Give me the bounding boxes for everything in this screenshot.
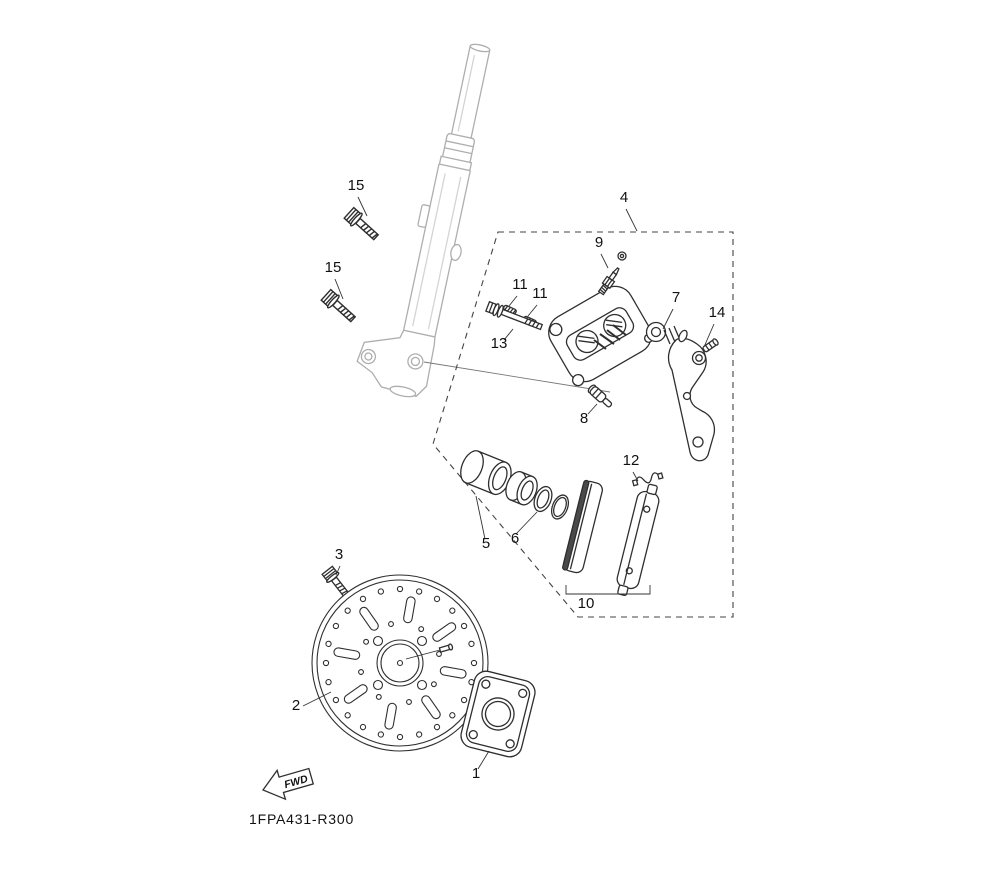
part-labels: 15 15 4 9 11 11 13 7 14 8 5 6 12 10 3 2 … [292, 177, 726, 782]
caliper-body [548, 285, 654, 387]
leader-lines [302, 196, 715, 770]
assembly-dashed-boundary [432, 231, 734, 618]
fwd-arrow-icon: FWD [261, 767, 315, 801]
pads-bracket-line [565, 585, 651, 595]
part-label-6: 6 [511, 530, 519, 547]
part-label-11a: 11 [512, 276, 528, 293]
fork-seal-ring [438, 155, 473, 172]
assembly-reference-line [423, 361, 611, 393]
part-label-15b: 15 [325, 259, 342, 276]
fork-axle-end [389, 385, 417, 398]
caliper-banjo-boss [549, 322, 563, 337]
disc-center-reference-line [405, 649, 441, 660]
part-label-2: 2 [292, 697, 300, 714]
piston-seal-b [550, 494, 570, 520]
part-label-7: 7 [672, 289, 680, 306]
part-label-12: 12 [623, 452, 640, 469]
part-label-15a: 15 [348, 177, 365, 194]
fork-upper-tube [450, 45, 491, 139]
mount-bolt-15a [342, 206, 383, 245]
bracket-slide-pin [702, 338, 719, 353]
fork-hose-guide [450, 243, 462, 262]
piston-boot-7 [645, 321, 688, 345]
front-fork [356, 43, 491, 398]
brake-disc-2 [311, 574, 489, 752]
caliper-section-hatch [593, 324, 627, 350]
part-label-5: 5 [482, 535, 490, 552]
drawing-code: 1FPA431-R300 [249, 811, 354, 827]
part-label-14: 14 [709, 304, 726, 321]
part-label-10: 10 [578, 595, 595, 612]
bleed-screw-9 [597, 267, 620, 296]
part-label-11b: 11 [532, 285, 548, 302]
caliper-ear-lower [571, 373, 585, 387]
fork-tab [417, 204, 431, 228]
brake-pad-right [616, 483, 660, 597]
part-label-9: 9 [595, 234, 603, 251]
part-label-3: 3 [335, 546, 343, 563]
part-label-13: 13 [491, 335, 508, 352]
piston-seal-a [533, 485, 553, 513]
gasket-plate-1 [460, 670, 536, 758]
fork-top-cap [469, 43, 491, 53]
part-label-1: 1 [472, 765, 480, 782]
part-label-4: 4 [620, 189, 628, 206]
piston-ring-6 [505, 471, 538, 506]
slide-pin-8 [587, 384, 613, 408]
caliper-bracket-14 [667, 337, 719, 462]
mount-bolt-15b [319, 288, 360, 327]
part-label-8: 8 [580, 410, 588, 427]
fork-bottom-casting [356, 329, 436, 398]
pad-pin-bolt-13 [485, 300, 544, 331]
pad-spring-12 [631, 472, 664, 487]
brake-pad-left [562, 479, 603, 574]
axle-pin-detail [438, 643, 454, 653]
